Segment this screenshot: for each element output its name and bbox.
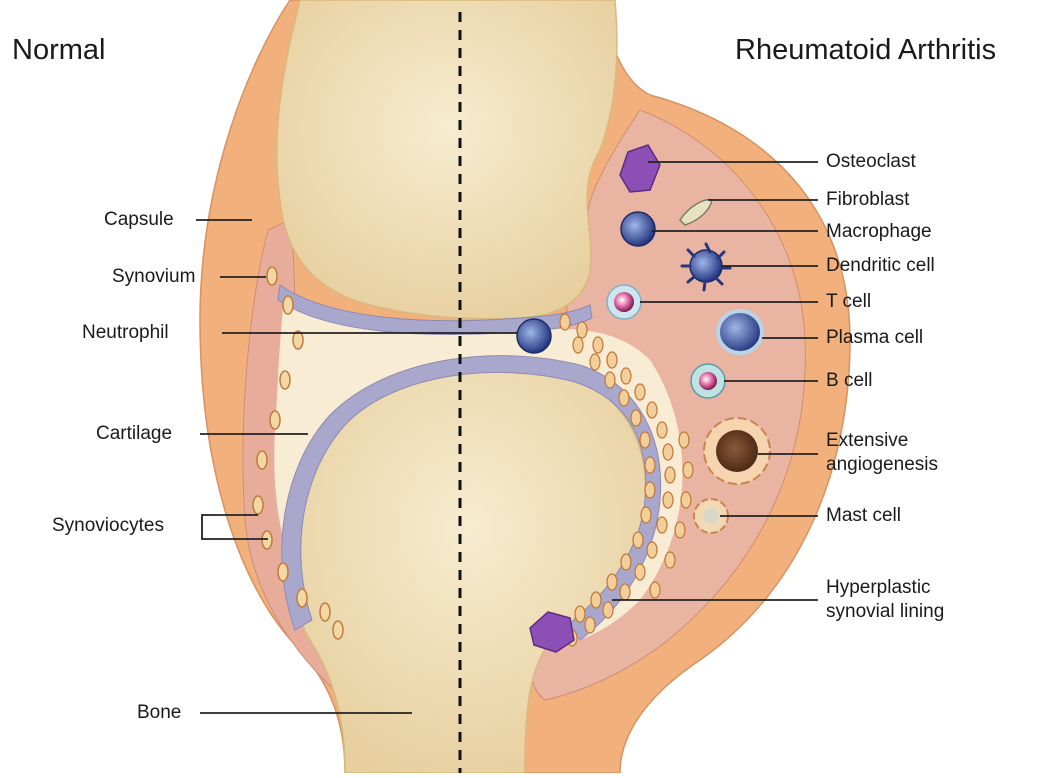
label-angiogenesis-line1: Extensive bbox=[826, 429, 938, 453]
label-neutrophil: Neutrophil bbox=[82, 321, 169, 345]
label-macrophage: Macrophage bbox=[826, 220, 932, 244]
plasma-cell bbox=[718, 311, 762, 353]
label-hyperplastic-line1: Hyperplastic bbox=[826, 576, 944, 600]
t-cell bbox=[607, 285, 641, 319]
blood-vessel bbox=[704, 418, 770, 484]
label-hyperplastic-line2: synovial lining bbox=[826, 600, 944, 624]
heading-rheumatoid-arthritis: Rheumatoid Arthritis bbox=[735, 34, 996, 67]
label-plasma-cell: Plasma cell bbox=[826, 326, 923, 350]
b-cell bbox=[691, 364, 725, 398]
upper-bone bbox=[277, 0, 617, 319]
label-synovium: Synovium bbox=[112, 265, 195, 289]
label-mast-cell: Mast cell bbox=[826, 504, 901, 528]
label-capsule: Capsule bbox=[104, 208, 174, 232]
label-osteoclast: Osteoclast bbox=[826, 150, 916, 174]
label-b-cell: B cell bbox=[826, 369, 872, 393]
label-t-cell: T cell bbox=[826, 290, 871, 314]
neutrophil-cell bbox=[517, 319, 551, 353]
label-extensive-angiogenesis: Extensive angiogenesis bbox=[826, 429, 938, 477]
label-hyperplastic-synovial-lining: Hyperplastic synovial lining bbox=[826, 576, 944, 624]
label-bone: Bone bbox=[137, 701, 181, 725]
label-angiogenesis-line2: angiogenesis bbox=[826, 453, 938, 477]
label-cartilage: Cartilage bbox=[96, 422, 172, 446]
macrophage-cell bbox=[621, 212, 655, 246]
label-synoviocytes: Synoviocytes bbox=[52, 514, 164, 538]
label-fibroblast: Fibroblast bbox=[826, 188, 909, 212]
heading-normal: Normal bbox=[12, 34, 105, 67]
label-dendritic-cell: Dendritic cell bbox=[826, 254, 935, 278]
